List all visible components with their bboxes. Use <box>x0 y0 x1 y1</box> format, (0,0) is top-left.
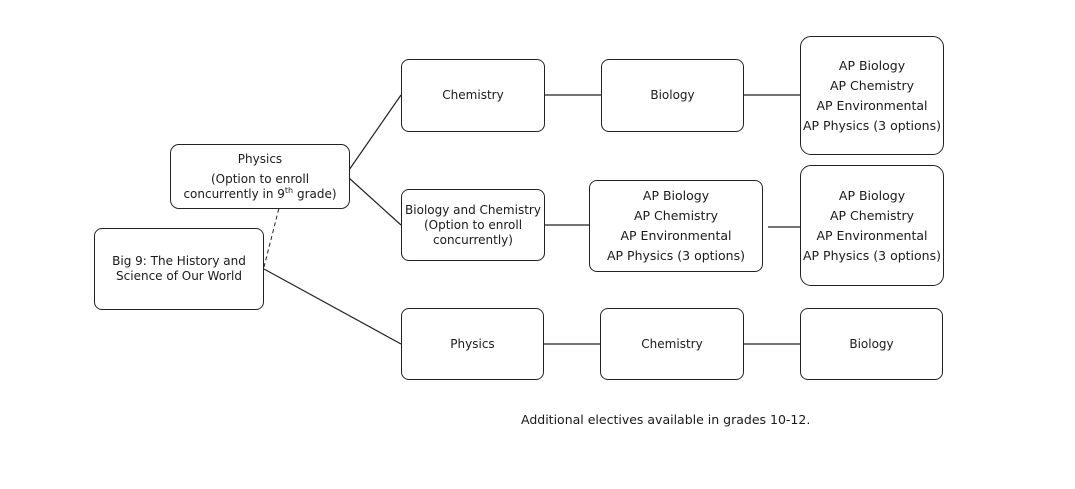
track1-ap-box: AP Biology AP Chemistry AP Environmental… <box>800 36 944 155</box>
ap-item: AP Physics (3 options) <box>803 247 941 263</box>
track2-ap-box-a: AP Biology AP Chemistry AP Environmental… <box>589 180 763 272</box>
track2-bio-chem-box: Biology and Chemistry (Option to enroll … <box>401 189 545 261</box>
track1-biology-box: Biology <box>601 59 744 132</box>
track1-chemistry-box: Chemistry <box>401 59 545 132</box>
physics-option-box: Physics (Option to enroll concurrently i… <box>170 144 350 209</box>
ap-item: AP Chemistry <box>829 207 914 223</box>
ap-item: AP Biology <box>838 187 906 203</box>
ap-item: AP Environmental <box>816 227 928 243</box>
ap-item: AP Biology <box>838 57 906 73</box>
physics-option-line2: concurrently in 9th grade) <box>183 185 337 201</box>
connector-big9-to-physics-dashed <box>263 207 280 268</box>
big9-box: Big 9: The History and Science of Our Wo… <box>94 228 264 310</box>
physics-option-line1: (Option to enroll <box>210 171 310 186</box>
track3-biology-box: Biology <box>800 308 943 380</box>
track2-ap-box-b: AP Biology AP Chemistry AP Environmental… <box>800 165 944 286</box>
connector-physics-to-biology-chemistry <box>348 177 402 226</box>
connector-physics-to-chemistry <box>348 94 402 171</box>
track3-physics-box: Physics <box>401 308 544 380</box>
ap-item: AP Chemistry <box>829 77 914 93</box>
ap-item: AP Environmental <box>816 97 928 113</box>
big9-line2: Science of Our World <box>116 269 242 283</box>
track3-chemistry-box: Chemistry <box>600 308 744 380</box>
ap-item: AP Chemistry <box>633 208 718 223</box>
connector-big9-to-physics-track <box>263 268 402 345</box>
footnote: Additional electives available in grades… <box>521 412 811 427</box>
ap-item: AP Physics (3 options) <box>803 117 941 133</box>
ap-item: AP Physics (3 options) <box>607 248 745 263</box>
physics-option-title: Physics <box>237 151 283 166</box>
big9-line1: Big 9: The History and <box>112 254 246 268</box>
ap-item: AP Environmental <box>620 228 732 243</box>
ap-item: AP Biology <box>642 188 710 203</box>
